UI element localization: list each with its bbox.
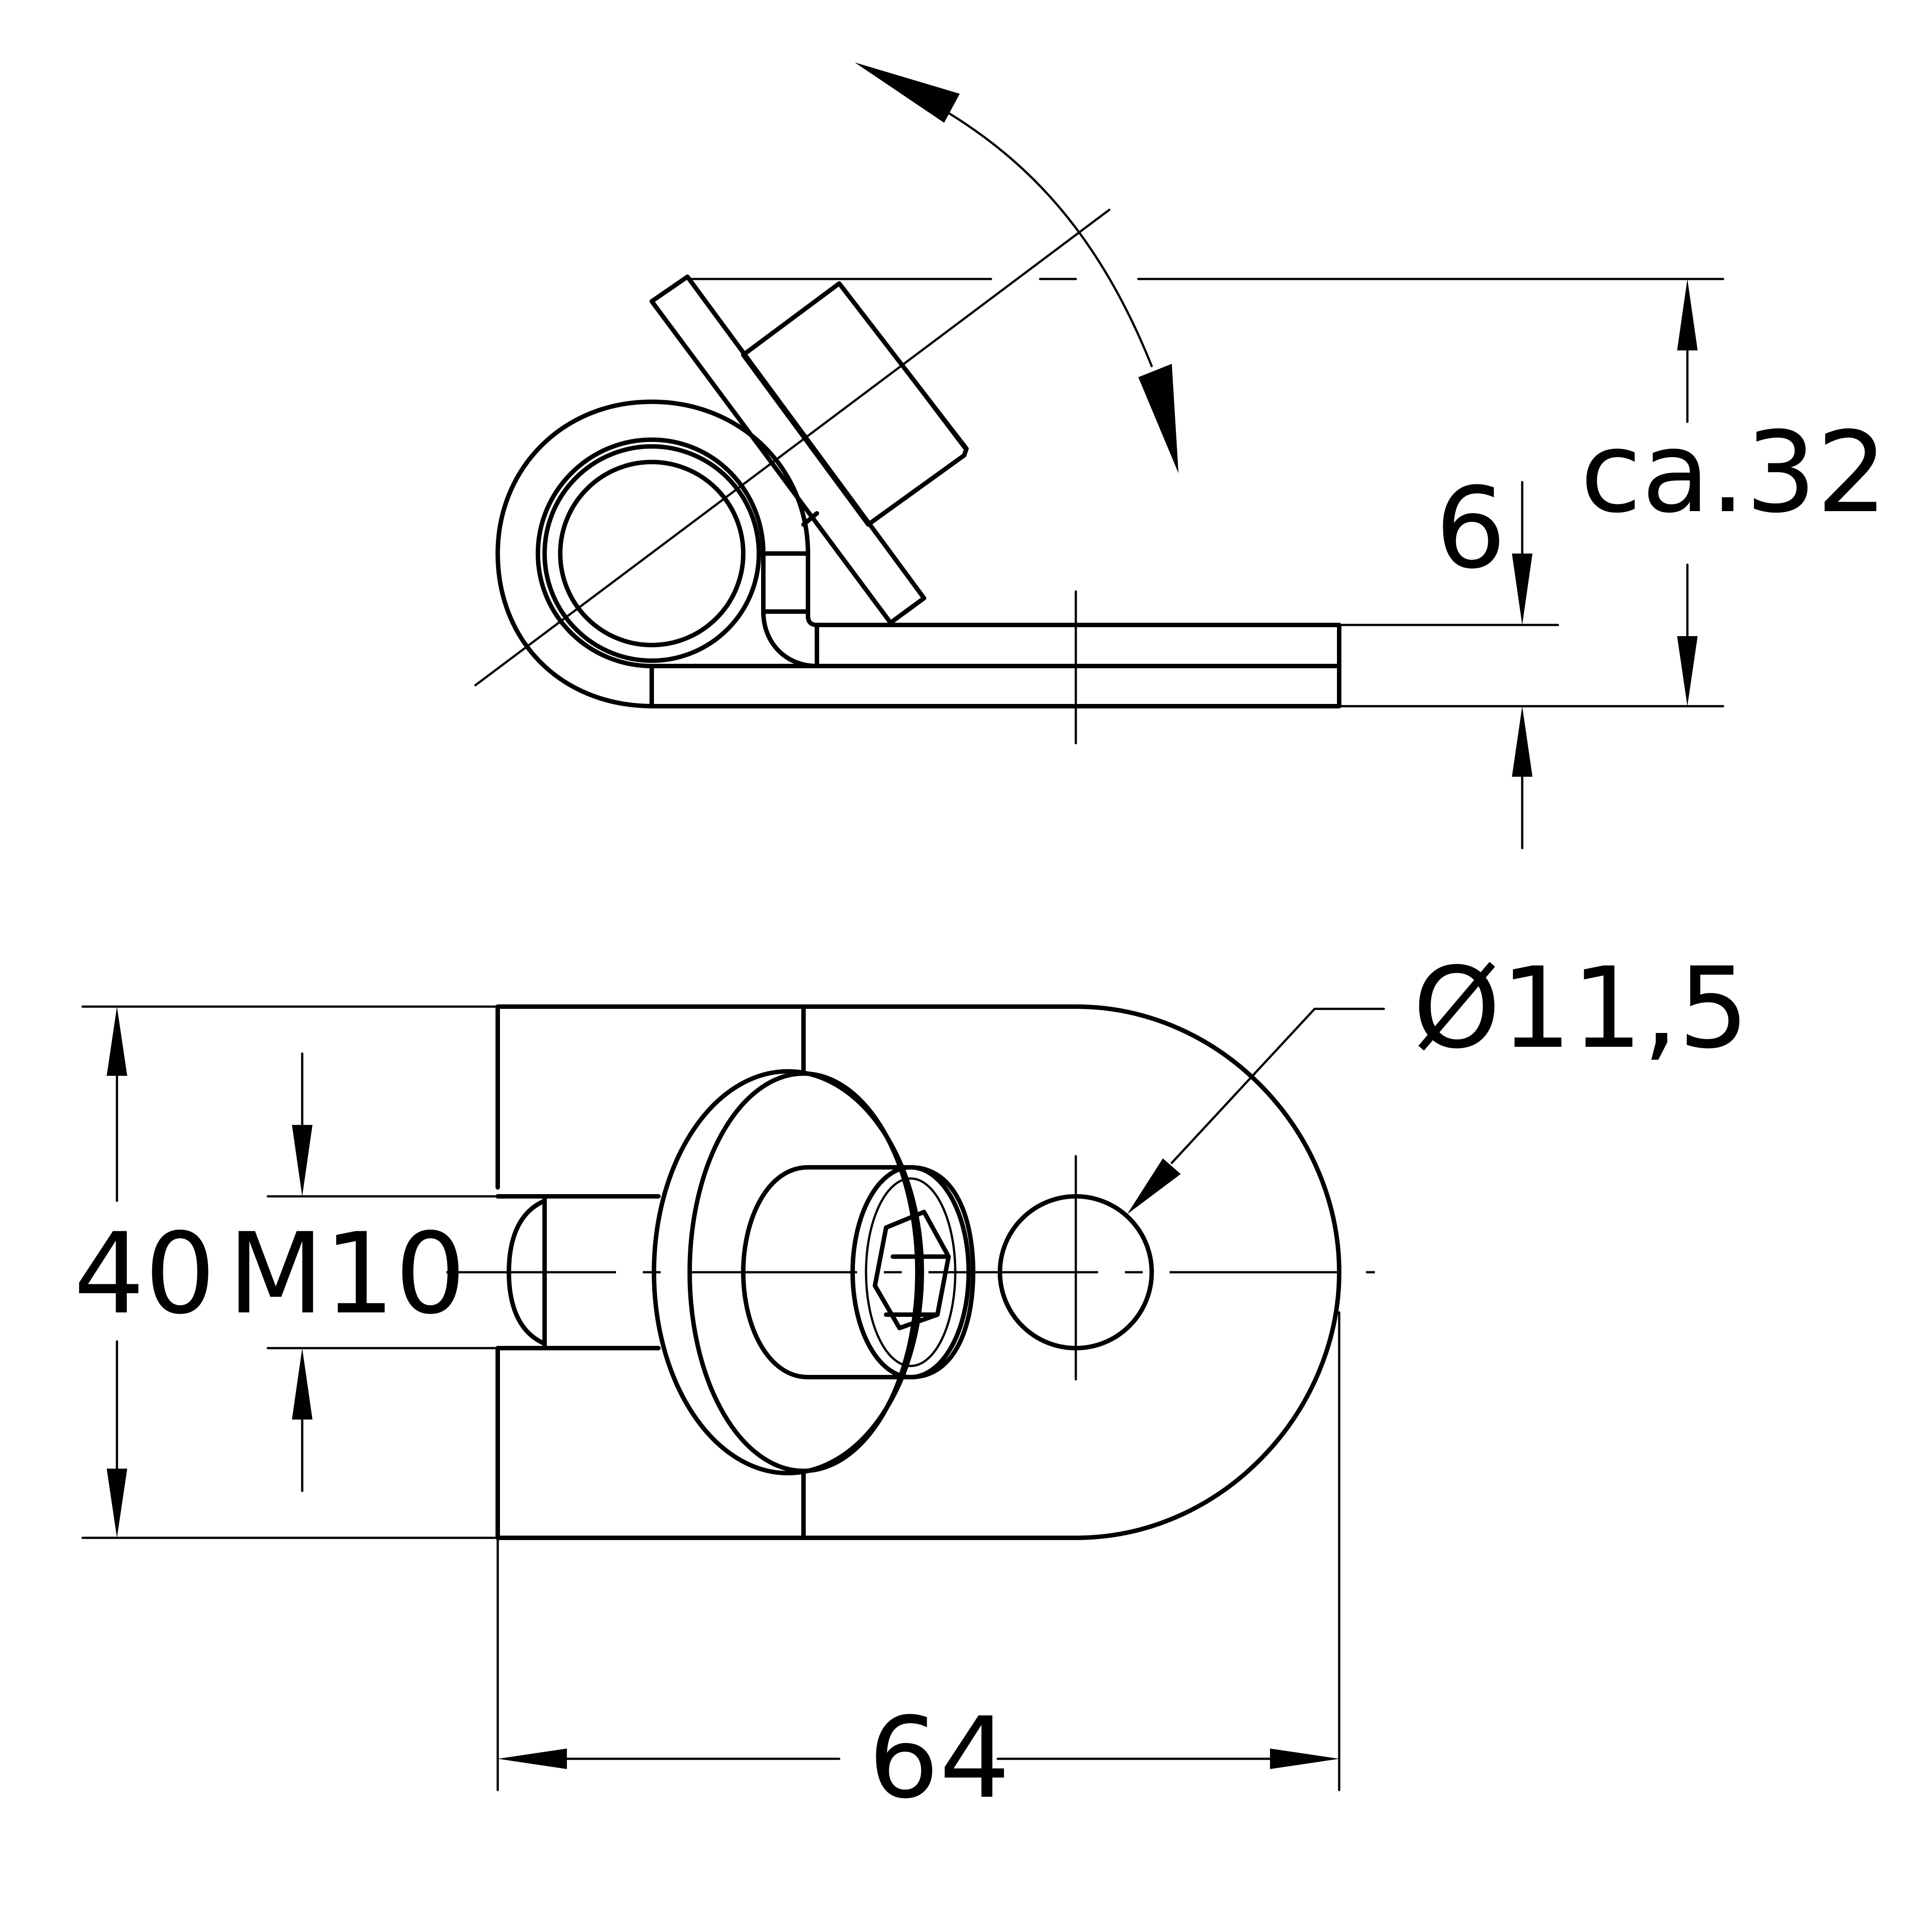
clamp-link xyxy=(801,511,819,527)
base-plate-upper xyxy=(815,623,1341,668)
hole-leader-line xyxy=(1170,1008,1385,1164)
rotation-arrow-bottom xyxy=(1138,364,1178,473)
rotation-arc xyxy=(945,110,1153,367)
dim-thread: M10 xyxy=(228,1209,466,1339)
width-arrow-top xyxy=(107,1007,127,1076)
thickness-arrow-top xyxy=(1512,554,1532,625)
clamp-bolt xyxy=(741,281,969,527)
pin-outer xyxy=(542,444,761,663)
side-view: ca.32 6 xyxy=(474,62,1887,849)
rotation-arrow-top xyxy=(855,62,960,123)
clamp-axis xyxy=(474,208,1111,687)
width-arrow-bottom xyxy=(107,1469,127,1538)
dim-height-approx: ca.32 xyxy=(1580,408,1887,537)
length-arrow-right xyxy=(1270,1749,1339,1769)
thread-arrow-top xyxy=(292,1125,312,1196)
dim-length: 64 xyxy=(868,1693,1010,1823)
base-plate-lower xyxy=(650,664,1341,708)
curled-eye-outer xyxy=(495,400,819,708)
curled-eye-inner xyxy=(536,437,819,668)
dim-hole-diameter: Ø11,5 xyxy=(1413,943,1749,1073)
pin-inner xyxy=(558,460,745,647)
thread-arrow-bottom xyxy=(292,1348,312,1420)
length-arrow-left xyxy=(498,1749,567,1769)
thickness-arrow-bottom xyxy=(1512,706,1532,777)
dim-width: 40 xyxy=(74,1209,216,1339)
plan-view: Ø11,5 40 M10 64 xyxy=(74,943,1749,1823)
ca32-arrow-top xyxy=(1677,279,1698,350)
ca32-arrow-bottom xyxy=(1677,636,1698,706)
hole-leader-arrow xyxy=(1127,1158,1181,1214)
dim-thickness: 6 xyxy=(1435,463,1506,593)
hex-socket-icon xyxy=(873,1210,951,1330)
